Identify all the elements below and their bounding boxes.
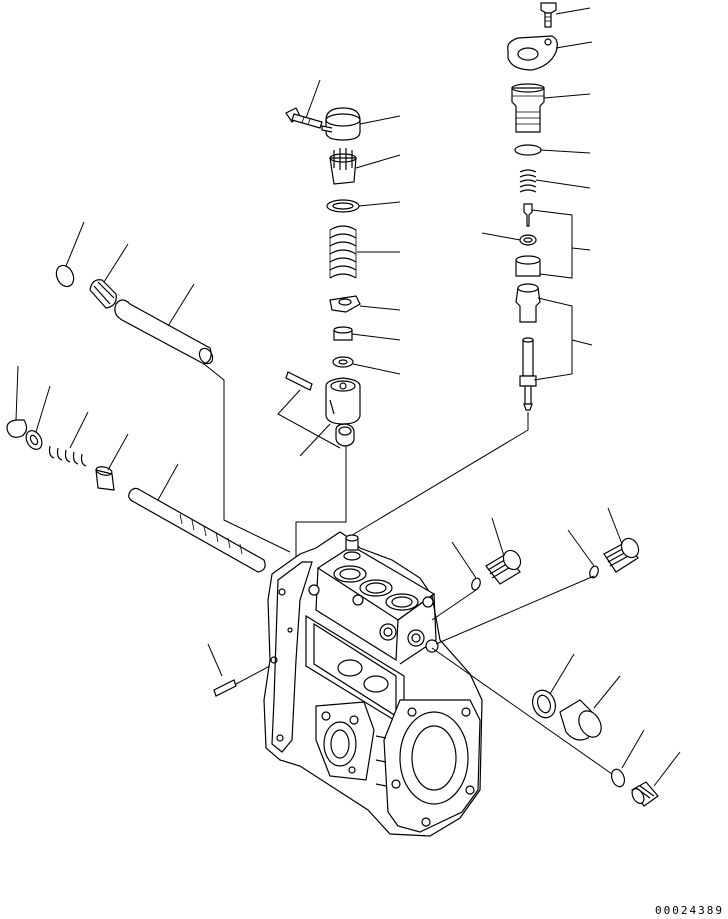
- spring-left: [48, 445, 87, 467]
- figure-reference-number: 00024389: [655, 904, 724, 917]
- plug-bottom: [631, 781, 659, 807]
- control-rack: [128, 487, 266, 573]
- adjusting-shim: [333, 326, 353, 341]
- o-ring-bottom: [610, 768, 626, 788]
- roller: [335, 423, 355, 447]
- bolt-left: [285, 107, 323, 129]
- o-ring-top: [514, 144, 542, 156]
- overflow-valve-1: [485, 549, 522, 585]
- plunger: [519, 337, 537, 411]
- washer-center: [332, 356, 354, 368]
- gasket-round: [532, 689, 556, 719]
- dowel-pin: [213, 679, 237, 697]
- pin: [285, 371, 313, 391]
- o-ring-valve-1: [471, 577, 481, 591]
- upper-seat: [326, 199, 360, 213]
- snap-ring: [6, 419, 28, 438]
- spring-small: [519, 169, 537, 193]
- housing: [263, 531, 483, 837]
- plate: [507, 35, 558, 71]
- washer: [25, 430, 43, 450]
- bushing: [95, 466, 115, 491]
- plunger-barrel: [515, 283, 541, 323]
- plunger-spring: [329, 225, 357, 279]
- pipe: [114, 299, 214, 365]
- delivery-valve: [523, 203, 533, 227]
- lower-seat: [329, 295, 361, 313]
- plug: [89, 279, 117, 309]
- bolt-top: [540, 2, 557, 28]
- clamp-ring: [321, 107, 361, 141]
- o-ring-valve-2: [589, 565, 599, 579]
- cap-plug: [559, 699, 602, 741]
- tappet: [325, 377, 361, 425]
- o-ring-small: [519, 234, 537, 246]
- valve-seat: [515, 255, 541, 277]
- overflow-valve-2: [603, 537, 640, 573]
- o-ring-left: [55, 264, 75, 288]
- delivery-valve-holder: [511, 83, 545, 133]
- control-sleeve: [329, 148, 357, 185]
